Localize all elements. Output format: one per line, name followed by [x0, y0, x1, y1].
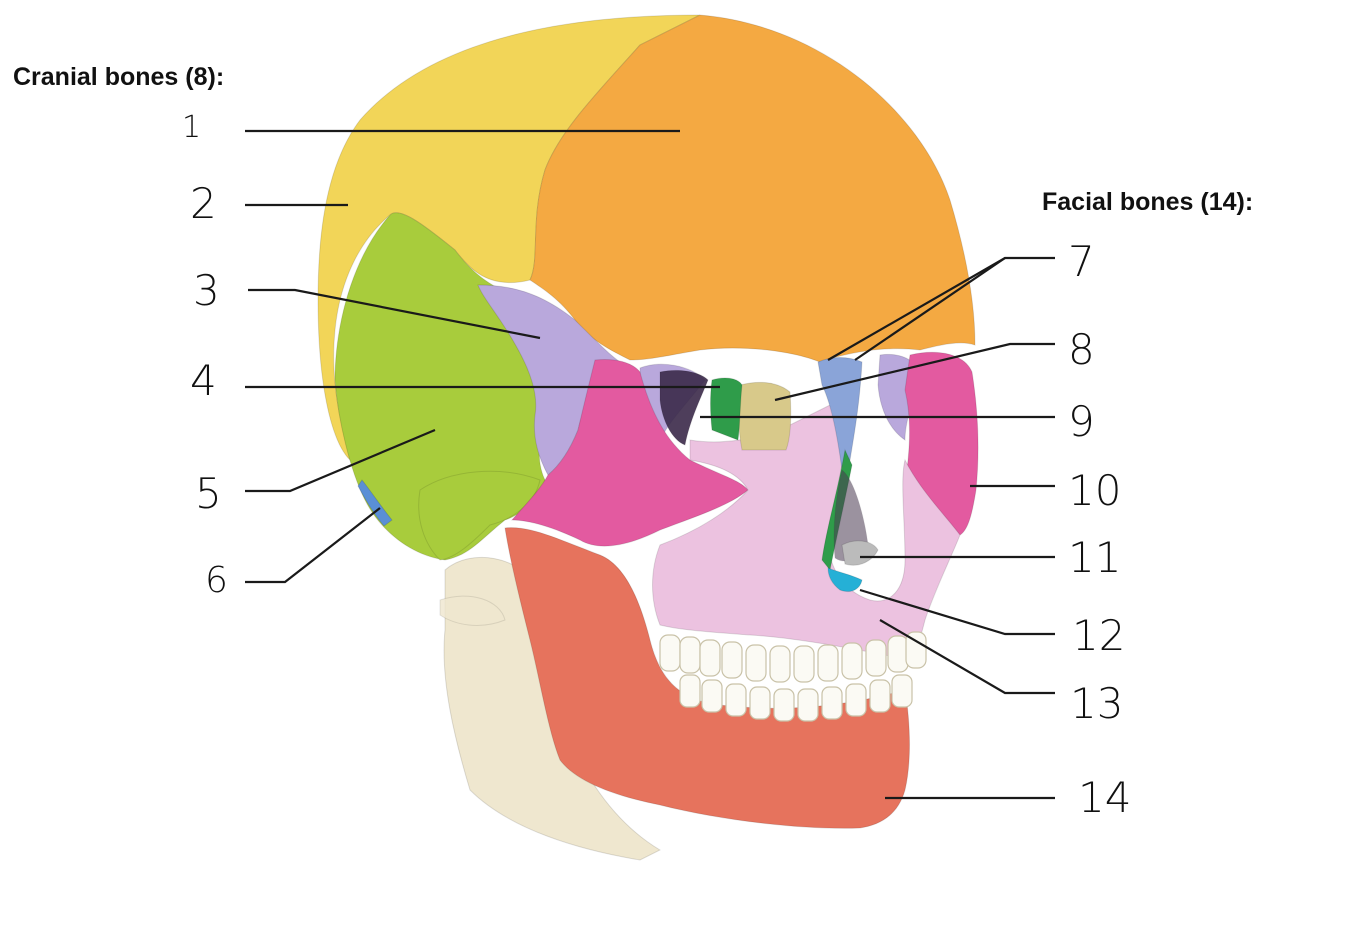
- lower-tooth: [845, 683, 867, 717]
- lower-tooth: [821, 686, 843, 720]
- upper-tooth: [793, 645, 815, 683]
- label-1: 1: [182, 110, 201, 145]
- label-5: 5: [195, 469, 222, 518]
- facial-bones-heading: Facial bones (14):: [1042, 188, 1254, 216]
- mastoid-process: [418, 470, 541, 561]
- upper-tooth: [905, 631, 927, 669]
- upper-tooth: [865, 639, 887, 677]
- upper-tooth: [769, 645, 791, 683]
- cranial-bones-heading: Cranial bones (8):: [13, 63, 225, 91]
- upper-tooth: [841, 642, 863, 680]
- leader-6: [245, 507, 381, 584]
- label-8: 8: [1068, 325, 1095, 374]
- label-10: 10: [1068, 466, 1121, 515]
- lower-tooth: [891, 674, 913, 708]
- vomer: [827, 567, 863, 593]
- label-4: 4: [190, 356, 217, 405]
- label-14: 14: [1078, 773, 1131, 822]
- leader-8: [774, 342, 1055, 402]
- label-12: 12: [1072, 611, 1125, 660]
- label-6: 6: [205, 560, 228, 601]
- lower-tooth: [749, 686, 771, 720]
- zygomatic-bone-left: [510, 359, 749, 547]
- upper-tooth: [679, 636, 701, 674]
- label-11: 11: [1068, 533, 1121, 582]
- orbit-left: [659, 369, 709, 446]
- inferior-nasal-concha: [841, 540, 879, 566]
- label-13: 13: [1070, 679, 1123, 728]
- frontal-bone: [529, 14, 976, 363]
- lower-tooth: [773, 688, 795, 722]
- label-2: 2: [190, 179, 217, 228]
- label-3: 3: [193, 266, 220, 315]
- lower-tooth: [679, 674, 701, 708]
- label-9: 9: [1068, 397, 1095, 446]
- upper-tooth: [745, 644, 767, 682]
- upper-tooth: [659, 634, 681, 672]
- leader-5: [245, 428, 436, 493]
- lower-tooth: [701, 679, 723, 713]
- lower-tooth: [725, 683, 747, 717]
- vertebra-ridge: [439, 595, 506, 626]
- lower-tooth: [869, 679, 891, 713]
- leader-13: [879, 619, 1055, 695]
- lower-tooth: [797, 688, 819, 722]
- upper-tooth: [817, 644, 839, 682]
- nasal-bone: [817, 357, 863, 472]
- mandible: [504, 527, 911, 829]
- upper-tooth: [887, 635, 909, 673]
- leader-lines: [245, 129, 1055, 800]
- upper-tooth: [699, 639, 721, 677]
- teeth: [659, 631, 927, 722]
- label-7: 7: [1068, 237, 1095, 286]
- leader-3: [248, 288, 541, 340]
- occipital-bone: [357, 479, 393, 527]
- upper-tooth: [721, 641, 743, 679]
- leader-7b: [854, 257, 1006, 361]
- leader-12: [859, 588, 1055, 636]
